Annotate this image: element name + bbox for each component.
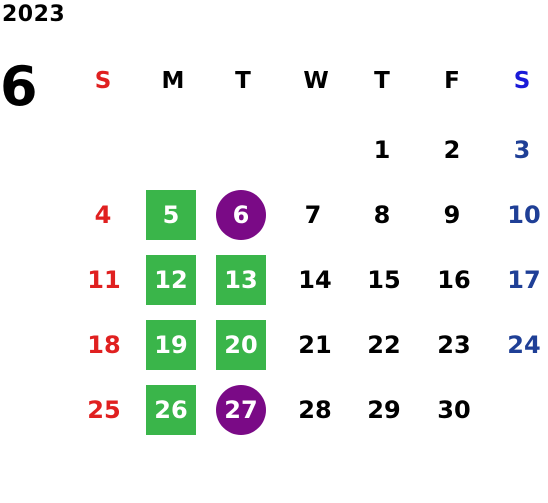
day-cell[interactable]: 28	[298, 396, 332, 424]
day-cell[interactable]: 23	[437, 331, 471, 359]
day-cell[interactable]: 2	[443, 136, 461, 164]
day-cell[interactable]: 21	[298, 331, 332, 359]
day-cell-highlighted-green[interactable]: 19	[146, 320, 196, 370]
weekday-header-sun: S	[94, 68, 112, 94]
day-cell[interactable]: 7	[304, 201, 322, 229]
day-cell[interactable]: 3	[513, 136, 531, 164]
day-cell[interactable]: 29	[367, 396, 401, 424]
day-cell[interactable]: 30	[437, 396, 471, 424]
day-cell-highlighted-green[interactable]: 12	[146, 255, 196, 305]
day-cell[interactable]: 8	[373, 201, 391, 229]
day-cell-highlighted-purple[interactable]: 27	[216, 385, 266, 435]
weekday-header-wed: W	[303, 68, 329, 94]
day-cell-highlighted-green[interactable]: 13	[216, 255, 266, 305]
day-cell[interactable]: 1	[373, 136, 391, 164]
weekday-header-thu: T	[374, 68, 390, 94]
day-cell[interactable]: 22	[367, 331, 401, 359]
weekday-header-tue: T	[235, 68, 251, 94]
day-cell-highlighted-purple[interactable]: 6	[216, 190, 266, 240]
day-cell[interactable]: 10	[507, 201, 541, 229]
day-cell[interactable]: 4	[94, 201, 112, 229]
weekday-header-mon: M	[161, 68, 185, 94]
day-cell[interactable]: 24	[507, 331, 541, 359]
day-cell-highlighted-green[interactable]: 5	[146, 190, 196, 240]
weekday-header-fri: F	[444, 68, 460, 94]
day-cell[interactable]: 17	[507, 266, 541, 294]
day-cell[interactable]: 16	[437, 266, 471, 294]
day-cell[interactable]: 25	[87, 396, 121, 424]
year-label: 2023	[2, 2, 66, 27]
weekday-header-sat: S	[513, 68, 531, 94]
day-cell[interactable]: 9	[443, 201, 461, 229]
day-cell-highlighted-green[interactable]: 26	[146, 385, 196, 435]
day-cell[interactable]: 18	[87, 331, 121, 359]
day-cell[interactable]: 15	[367, 266, 401, 294]
day-cell-highlighted-green[interactable]: 20	[216, 320, 266, 370]
day-cell[interactable]: 11	[87, 266, 121, 294]
month-label: 6	[0, 55, 38, 118]
day-cell[interactable]: 14	[298, 266, 332, 294]
